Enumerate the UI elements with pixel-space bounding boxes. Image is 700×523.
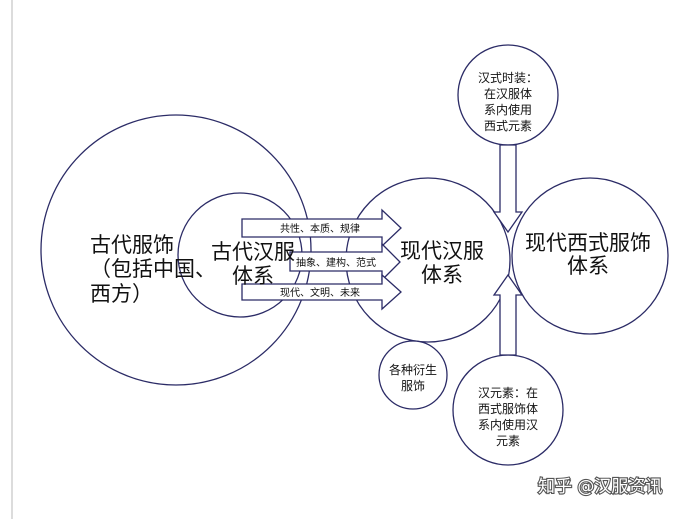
- arrow-1: [241, 208, 402, 248]
- modern-western-label-line-2: 体系: [567, 254, 609, 278]
- modern-hanfu-label-line-2: 体系: [421, 263, 463, 287]
- ancient-clothing-label-line-2: （包括中国、: [90, 257, 216, 281]
- han-elements-label-line-3: 系内使用汉: [478, 417, 538, 432]
- han-style-fashion-label-line-2: 在汉服体: [484, 87, 532, 101]
- derived-clothing-label-line-2: 服饰: [401, 379, 425, 393]
- arrow-2: [289, 242, 401, 282]
- watermark: 知乎 @汉服资讯: [538, 477, 662, 497]
- han-style-fashion-label-line-3: 系内使用: [484, 102, 532, 117]
- derived-clothing-circle: [378, 340, 448, 410]
- modern-western-circle: [511, 177, 669, 335]
- han-elements-label-line-2: 西式服饰体: [478, 402, 538, 416]
- arrow-down-to-modern-hanfu: [492, 144, 524, 234]
- derived-clothing-label-line-1: 各种衍生: [389, 362, 437, 377]
- arrow-1-label: 共性、本质、规律: [280, 222, 360, 235]
- han-style-fashion-label-line-4: 西式元素: [484, 119, 532, 133]
- ancient-clothing-label-line-1: 古代服饰: [90, 233, 174, 257]
- ancient-hanfu-label-line-1: 古代汉服: [211, 240, 295, 264]
- han-style-fashion-label-line-1: 汉式时装：: [478, 71, 538, 85]
- modern-western-label-line-1: 现代西式服饰: [525, 231, 651, 255]
- arrow-up-to-modern-hanfu: [492, 273, 524, 356]
- arrow-2-label: 抽象、建构、范式: [296, 256, 376, 269]
- han-elements-label-line-1: 汉元素：在: [478, 386, 538, 400]
- ancient-clothing-label-line-3: 西方）: [90, 282, 153, 306]
- ancient-hanfu-label-line-2: 体系: [232, 264, 274, 288]
- arrow-3: [241, 273, 402, 311]
- modern-hanfu-label-line-1: 现代汉服: [400, 239, 484, 263]
- han-elements-label-line-4: 元素: [496, 434, 520, 448]
- arrow-3-label: 现代、文明、未来: [280, 286, 360, 299]
